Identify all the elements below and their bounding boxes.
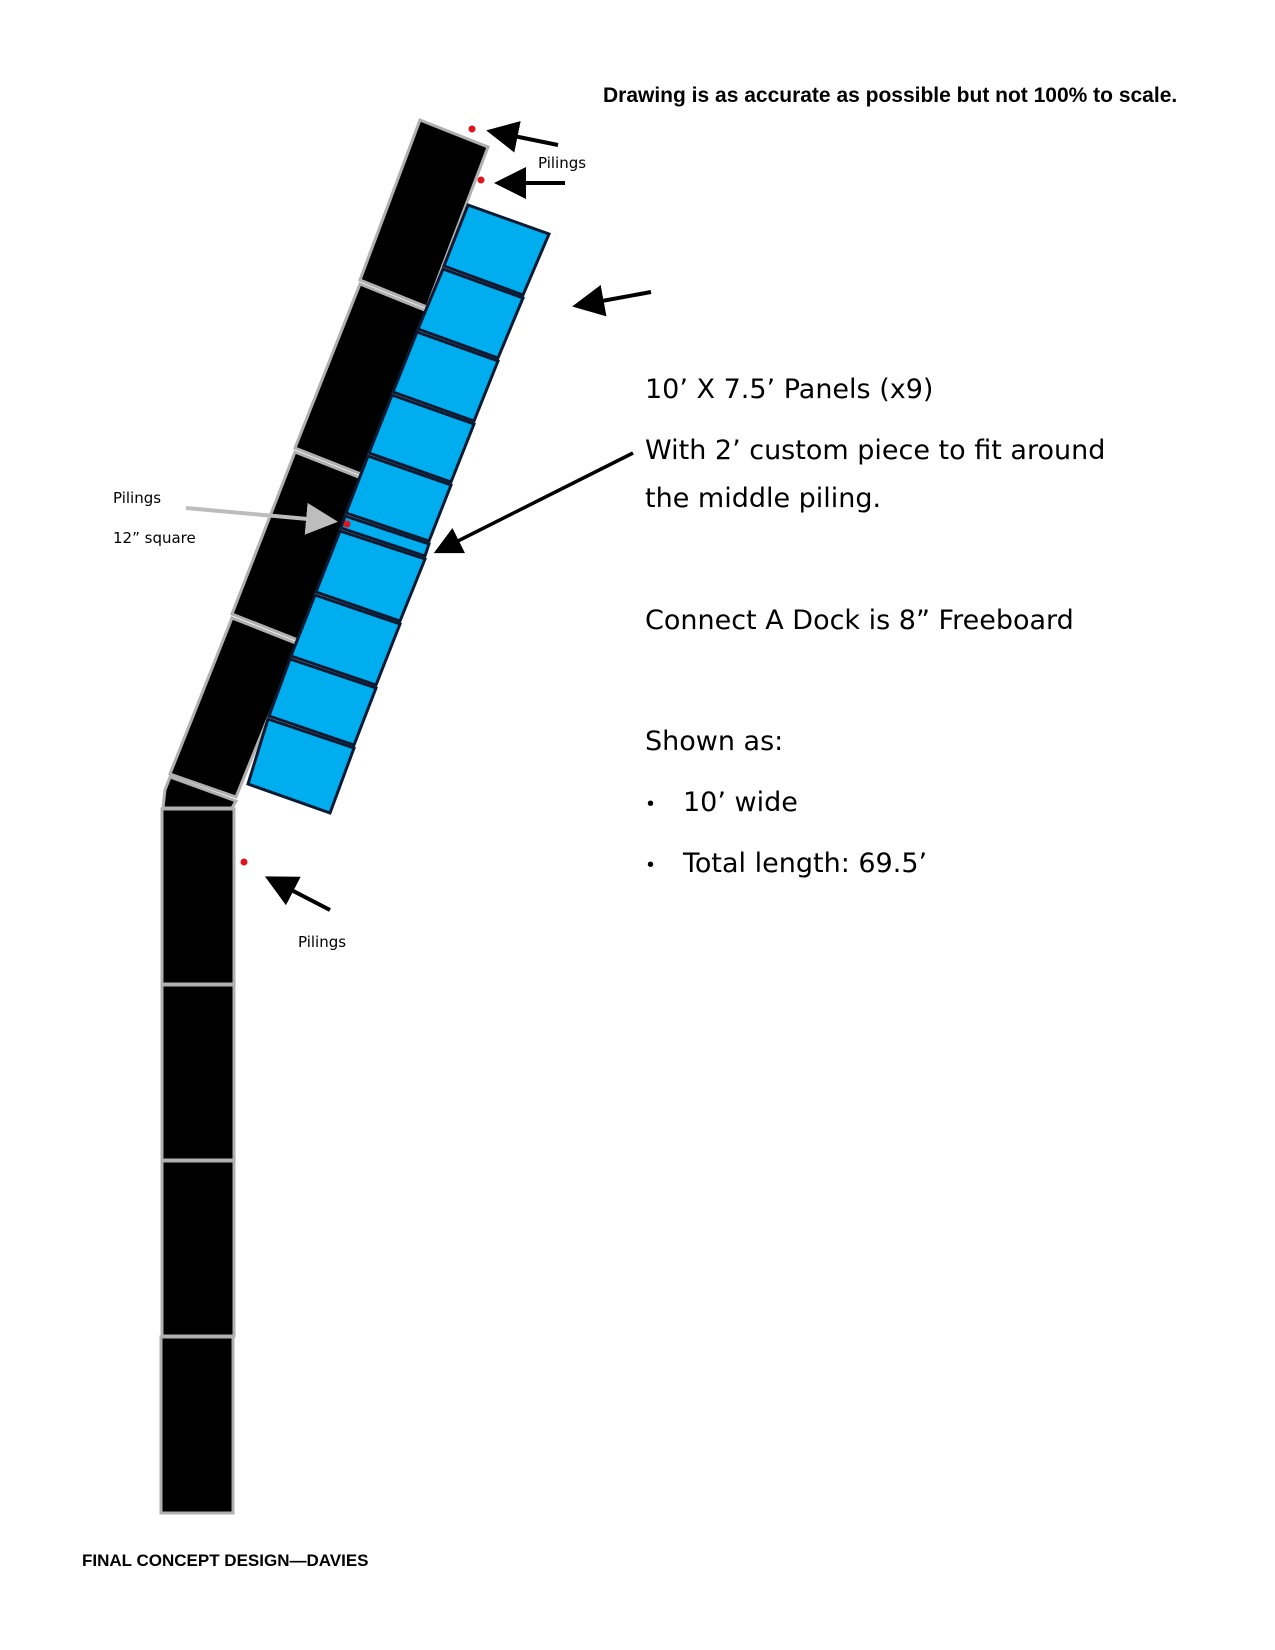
bullet-length: Total length: 69.5’ [683,848,928,879]
shown-as-heading: Shown as: [645,726,784,757]
arrow-icon [572,284,652,317]
freeboard-note: Connect A Dock is 8” Freeboard [645,605,1074,636]
panels-note: 10’ X 7.5’ Panels (x9) [645,374,934,405]
arrow-icon [433,451,634,554]
arrow-icon [185,502,338,535]
bullet-icon: • [647,793,655,815]
piling-top-1 [468,125,476,133]
pilings [240,125,485,866]
piling-middle [343,520,351,528]
footer-title: FINAL CONCEPT DESIGN—DAVIES [82,1551,369,1570]
disclaimer: Drawing is as accurate as possible but n… [603,84,1178,107]
arrow-icon [264,876,331,912]
arrow-icon [486,121,559,153]
pilings-size-label: 12” square [113,529,196,547]
custom-piece-note-2: the middle piling. [645,483,882,514]
bullet-width: 10’ wide [683,787,798,818]
pilings-label-middle: Pilings [113,489,162,507]
custom-piece-note-1: With 2’ custom piece to fit around [645,435,1106,466]
pilings-label-bottom: Pilings [298,933,347,951]
custom-piece [339,514,431,558]
bullet-icon: • [647,854,655,876]
pilings-label-top: Pilings [538,154,587,172]
piling-bottom [240,858,248,866]
piling-top-2 [477,176,485,184]
blue-panels [246,203,552,815]
straight-dock [159,807,236,1515]
angled-dock [161,118,490,810]
callout-arrows [185,121,652,912]
